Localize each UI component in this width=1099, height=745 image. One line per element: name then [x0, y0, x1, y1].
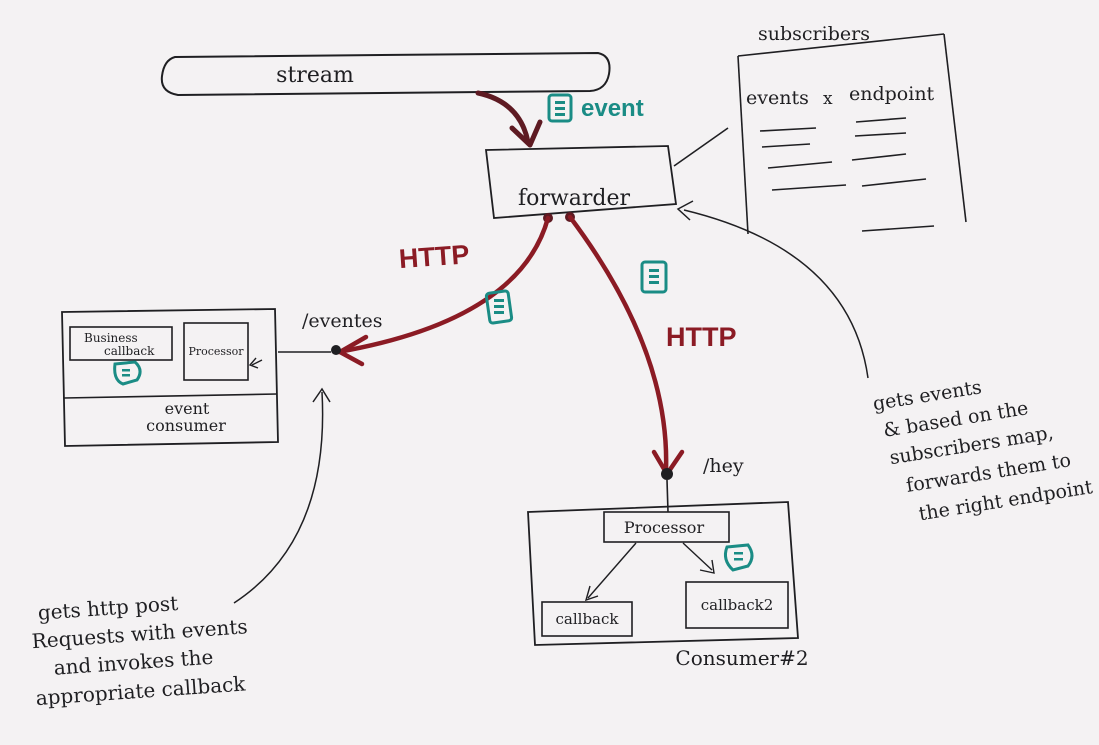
forwarder-label: forwarder	[518, 186, 630, 211]
business-callback-line1: Business	[84, 331, 138, 345]
stream-arrowhead	[509, 119, 543, 148]
endpoint-eventes-label: /eventes	[302, 310, 383, 332]
consumer-event-badge	[113, 360, 142, 386]
forwarder-node: forwarder	[484, 145, 678, 223]
right-event-badge	[640, 260, 668, 294]
business-callback-box	[69, 326, 173, 361]
event-consumer-title-line1: event	[165, 399, 210, 418]
http-right-label: HTTP	[666, 322, 737, 352]
subscribers-table: subscribers events x endpoint	[737, 23, 967, 235]
event-consumer-processor-box	[183, 322, 249, 381]
callback-label: callback	[556, 610, 620, 628]
event-consumer-node: Business callback Processor event consum…	[61, 308, 279, 447]
consumer2-processor-box	[603, 511, 730, 543]
http-left-label: HTTP	[398, 239, 470, 274]
endpoint-eventes: /eventes	[248, 310, 383, 369]
note-right: gets events & based on the subscribers m…	[871, 376, 1094, 525]
business-callback-line2: callback	[104, 344, 155, 358]
event-consumer-title-line2: consumer	[146, 416, 226, 435]
stream-to-forwarder-arrow	[475, 90, 531, 145]
callback2-box	[685, 581, 789, 629]
endpoint-hey-label: /hey	[703, 455, 744, 477]
stream-event-badge: event	[547, 93, 644, 123]
note-left: gets http post Requests with events and …	[31, 591, 248, 710]
subscribers-rows	[759, 117, 935, 232]
note-right-pointer	[683, 209, 869, 379]
left-event-badge	[484, 289, 514, 325]
http-arrow-right	[567, 214, 669, 473]
event-label: event	[581, 95, 644, 122]
subscribers-header-endpoint: endpoint	[849, 83, 935, 105]
subscribers-header-events: events	[746, 87, 809, 109]
note-right-pointer-head	[676, 200, 694, 221]
http-arrow-left	[335, 215, 551, 355]
event-consumer-processor-label: Processor	[188, 345, 244, 358]
note-left-pointer-head	[312, 387, 331, 403]
consumer2-title: Consumer#2	[675, 646, 808, 670]
forwarder-subscribers-link	[673, 127, 729, 167]
consumer2-node: Processor callback callback2 Consumer#2	[527, 501, 809, 670]
endpoint-hey: /hey	[661, 455, 744, 513]
consumer2-event-badge	[724, 543, 754, 572]
callback-box	[541, 601, 633, 637]
subscribers-title: subscribers	[758, 23, 870, 45]
note-left-pointer	[233, 391, 324, 604]
callback2-label: callback2	[701, 596, 774, 614]
consumer2-processor-label: Processor	[624, 518, 705, 537]
stream-node: stream	[160, 51, 611, 97]
subscribers-header-x: x	[823, 89, 833, 109]
stream-label: stream	[276, 63, 354, 88]
